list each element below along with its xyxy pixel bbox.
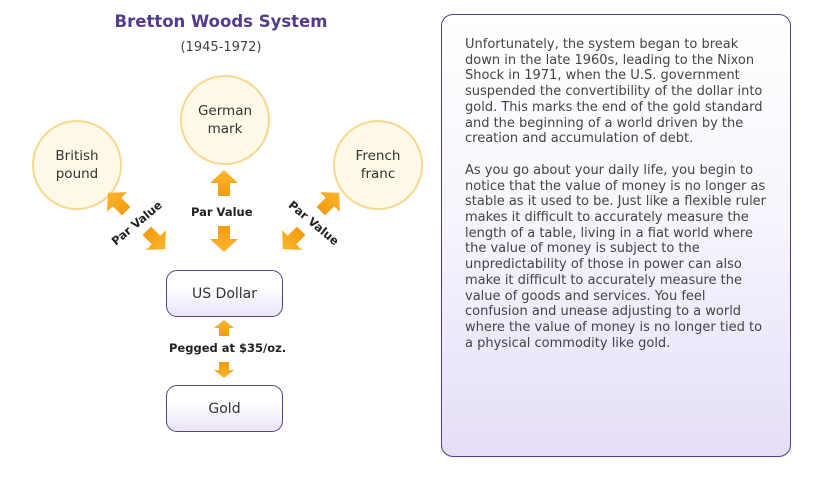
paragraph-2: As you go about your daily life, you beg… [465,162,767,351]
text-panel: Unfortunately, the system began to break… [441,14,791,457]
us-dollar-label: US Dollar [191,285,258,302]
peg-label: Pegged at $35/oz. [169,341,287,355]
diagram-title: Bretton Woods System [114,12,328,31]
left-up-arrow [107,192,131,216]
german-mark-label: German mark [197,102,253,137]
peg-down-arrow [214,362,234,378]
british-pound-circle: British pound [32,120,122,210]
peg-up-arrow [214,320,234,336]
left-down-arrow [142,226,166,250]
french-franc-label: French franc [355,147,401,182]
right-down-arrow [282,226,306,250]
right-up-arrow [316,192,340,216]
german-mark-circle: German mark [180,75,270,165]
gold-box: Gold [166,385,283,432]
british-pound-label: British pound [55,147,99,182]
french-franc-circle: French franc [333,120,423,210]
diagram-subtitle: (1945-1972) [180,40,262,55]
paragraph-1: Unfortunately, the system began to break… [465,37,763,147]
middle-down-arrow [210,226,238,252]
gold-label: Gold [208,400,241,417]
us-dollar-box: US Dollar [166,270,283,317]
middle-up-arrow [210,170,238,196]
par-value-middle-label: Par Value [191,205,253,219]
